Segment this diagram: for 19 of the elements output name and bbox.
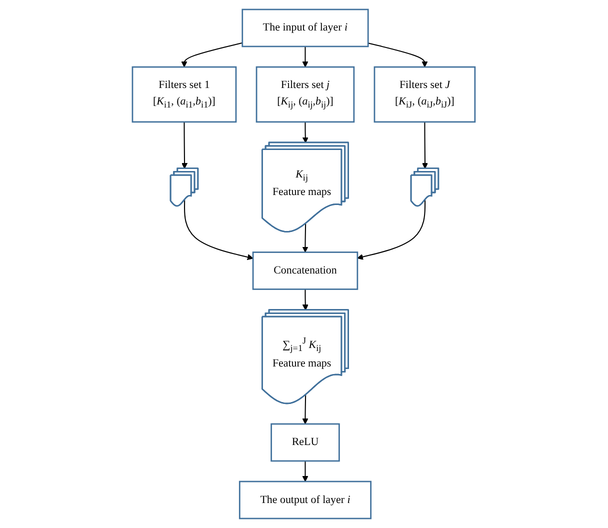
- node-box: Filters set J [K$_{iJ}$, (a$_{iJ}$,b$_{iJ}$)]: [374, 66, 476, 123]
- node-box: The input of layer i: [242, 8, 370, 48]
- arrow: [302, 395, 309, 424]
- node-box: ReLU: [270, 423, 340, 462]
- arrow: [302, 460, 309, 482]
- arrow: [302, 46, 309, 68]
- arrow: [302, 122, 309, 144]
- arrow: [302, 224, 309, 252]
- node-box: The output of layer i: [239, 480, 372, 520]
- arrow: [368, 42, 428, 68]
- arrow: [184, 200, 254, 260]
- arrow: [422, 122, 428, 169]
- arrow: [182, 122, 188, 169]
- node-box: Filters set 1 [K$_{i1}$, (a$_{i1}$,b$_{i1}$)]: [132, 66, 237, 123]
- node-box: Filters set j [K$_{ij}$, (a$_{ij}$,b$_{ij}$)]: [256, 66, 355, 123]
- arrow: [357, 200, 426, 260]
- node-box: Concatenation: [252, 252, 358, 290]
- arrow: [302, 289, 309, 310]
- arrow: [182, 42, 243, 68]
